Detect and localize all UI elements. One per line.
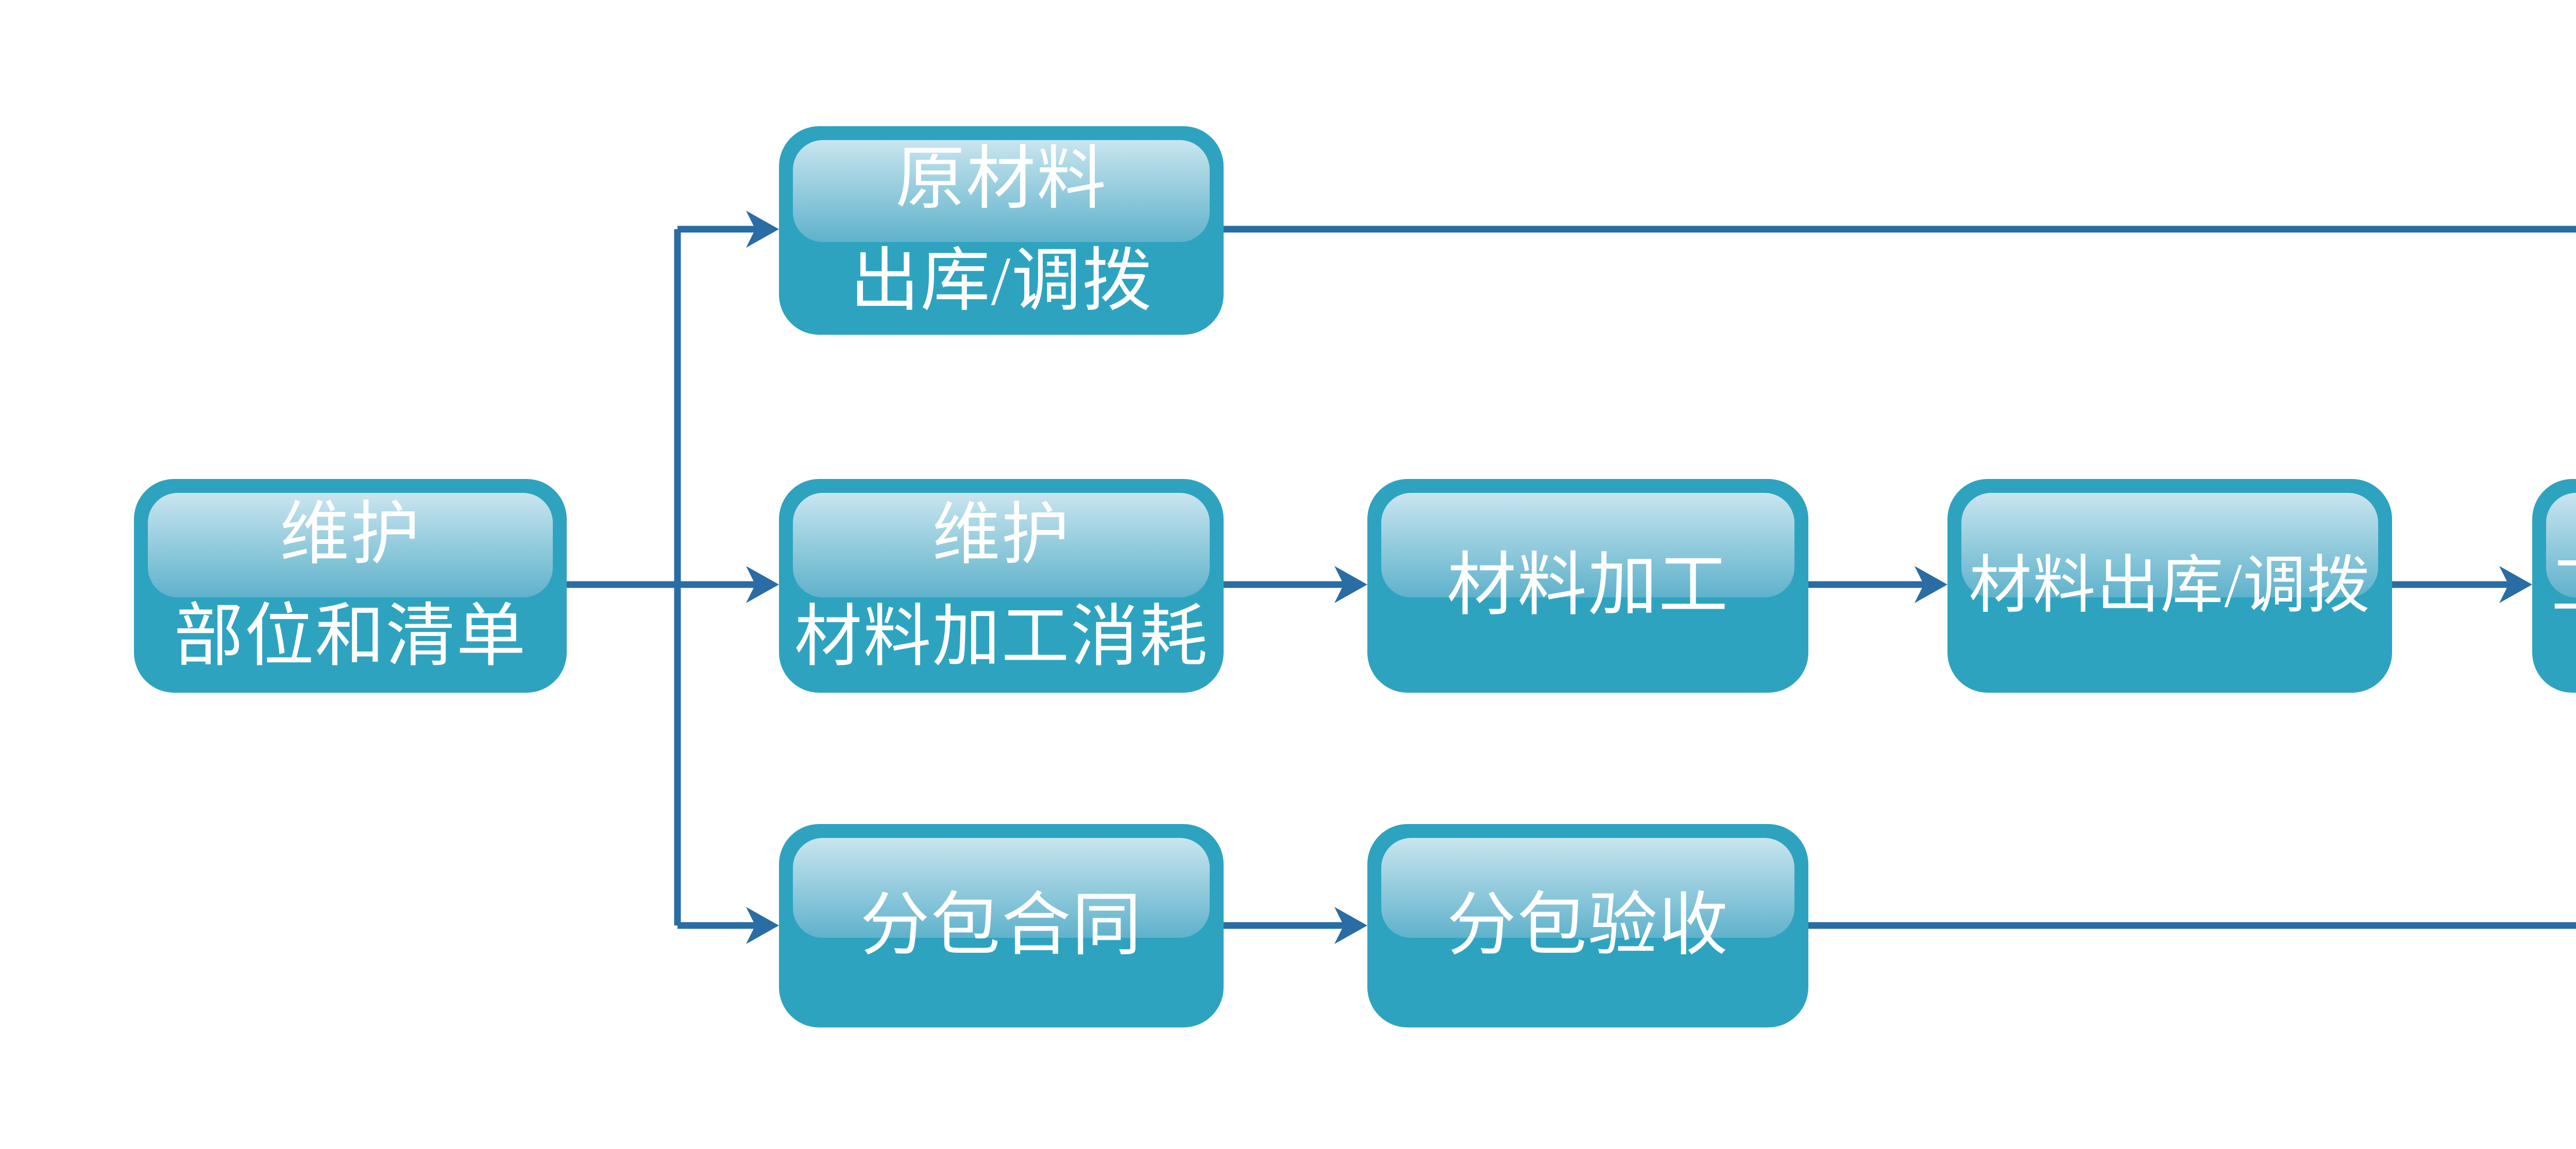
edge-acceptance-to-analysis [1808, 922, 2576, 929]
node-raw-material-outbound: 原材料 出库/调拨 [779, 126, 1224, 335]
gloss-highlight [793, 838, 1210, 938]
arrowhead-into-processing [1334, 566, 1367, 603]
arrowhead-into-analysis-left [2499, 566, 2532, 603]
gloss-highlight [1381, 838, 1794, 938]
node-subcontract-acceptance: 分包验收 [1367, 824, 1808, 1027]
node-material-outbound-label: 材料出库/调拨 [1969, 551, 2371, 621]
node-material-processing: 材料加工 [1367, 479, 1808, 693]
arrowhead-into-acceptance [1334, 907, 1367, 944]
edge-raw-material-to-analysis [1224, 226, 2576, 233]
gloss-highlight [793, 493, 1210, 598]
gloss-highlight [148, 493, 553, 598]
arrowhead-into-subcontract [746, 907, 779, 944]
node-maintenance-material-consumption: 维护 材料加工消耗 [779, 479, 1224, 693]
node-subcontract-contract: 分包合同 [779, 824, 1224, 1027]
node-material-outbound: 材料出库/调拨 [1947, 479, 2392, 693]
node-progress-analysis: 工程进度分析 [2532, 479, 2576, 693]
gloss-highlight [1381, 493, 1794, 598]
gloss-highlight [2546, 493, 2576, 598]
node-progress-analysis-label: 工程进度分析 [2551, 535, 2576, 637]
gloss-highlight [793, 140, 1210, 243]
gloss-highlight [1961, 493, 2378, 598]
node-raw-material-outbound-label: 原材料 出库/调拨 [850, 141, 1153, 320]
node-maintenance-parts-list-label: 维护 部位和清单 [174, 496, 527, 675]
node-subcontract-contract-label: 分包合同 [860, 887, 1143, 964]
node-material-processing-label: 材料加工 [1447, 547, 1729, 624]
arrowhead-into-outbound [1914, 566, 1947, 603]
node-maintenance-parts-list: 维护 部位和清单 [134, 479, 567, 693]
node-maintenance-material-consumption-label: 维护 材料加工消耗 [794, 496, 1209, 675]
node-subcontract-acceptance-label: 分包验收 [1447, 887, 1729, 964]
arrowhead-into-raw-material [746, 211, 779, 248]
arrowhead-into-consumption [746, 566, 779, 603]
